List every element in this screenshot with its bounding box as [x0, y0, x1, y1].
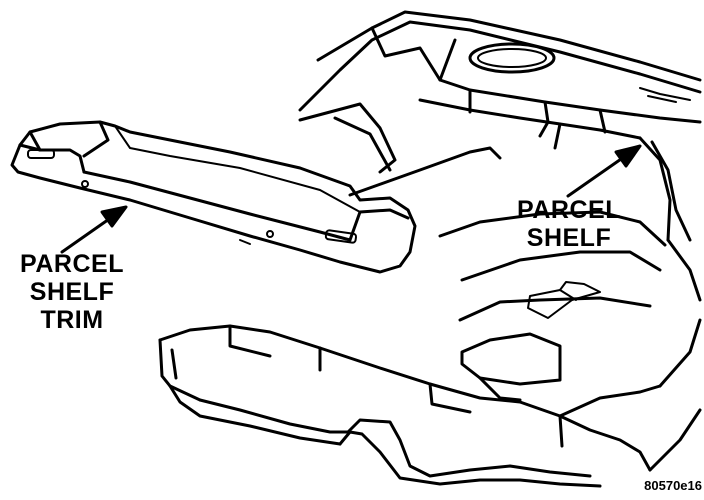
leader-shelf-arrow — [566, 144, 642, 198]
shelf-label-line-1: PARCEL — [517, 196, 621, 224]
trim-label-line-3: TRIM — [40, 306, 104, 334]
trunk-floor — [348, 146, 667, 402]
figure-id: 80570e16 — [644, 478, 702, 493]
trim-label-line-1: PARCEL — [20, 250, 124, 278]
rear-window-frame — [298, 10, 702, 242]
parcel-shelf-trim-part — [10, 120, 417, 274]
parcel-shelf-label: PARCEL SHELF — [505, 196, 633, 252]
trunk-sill — [158, 238, 702, 488]
leader-trim-arrow — [60, 205, 128, 254]
parcel-shelf-trim-label: PARCEL SHELF TRIM — [8, 250, 136, 334]
trim-label-line-2: SHELF — [29, 278, 115, 306]
speaker-grille — [468, 42, 691, 103]
shelf-label-line-2: SHELF — [526, 224, 612, 252]
